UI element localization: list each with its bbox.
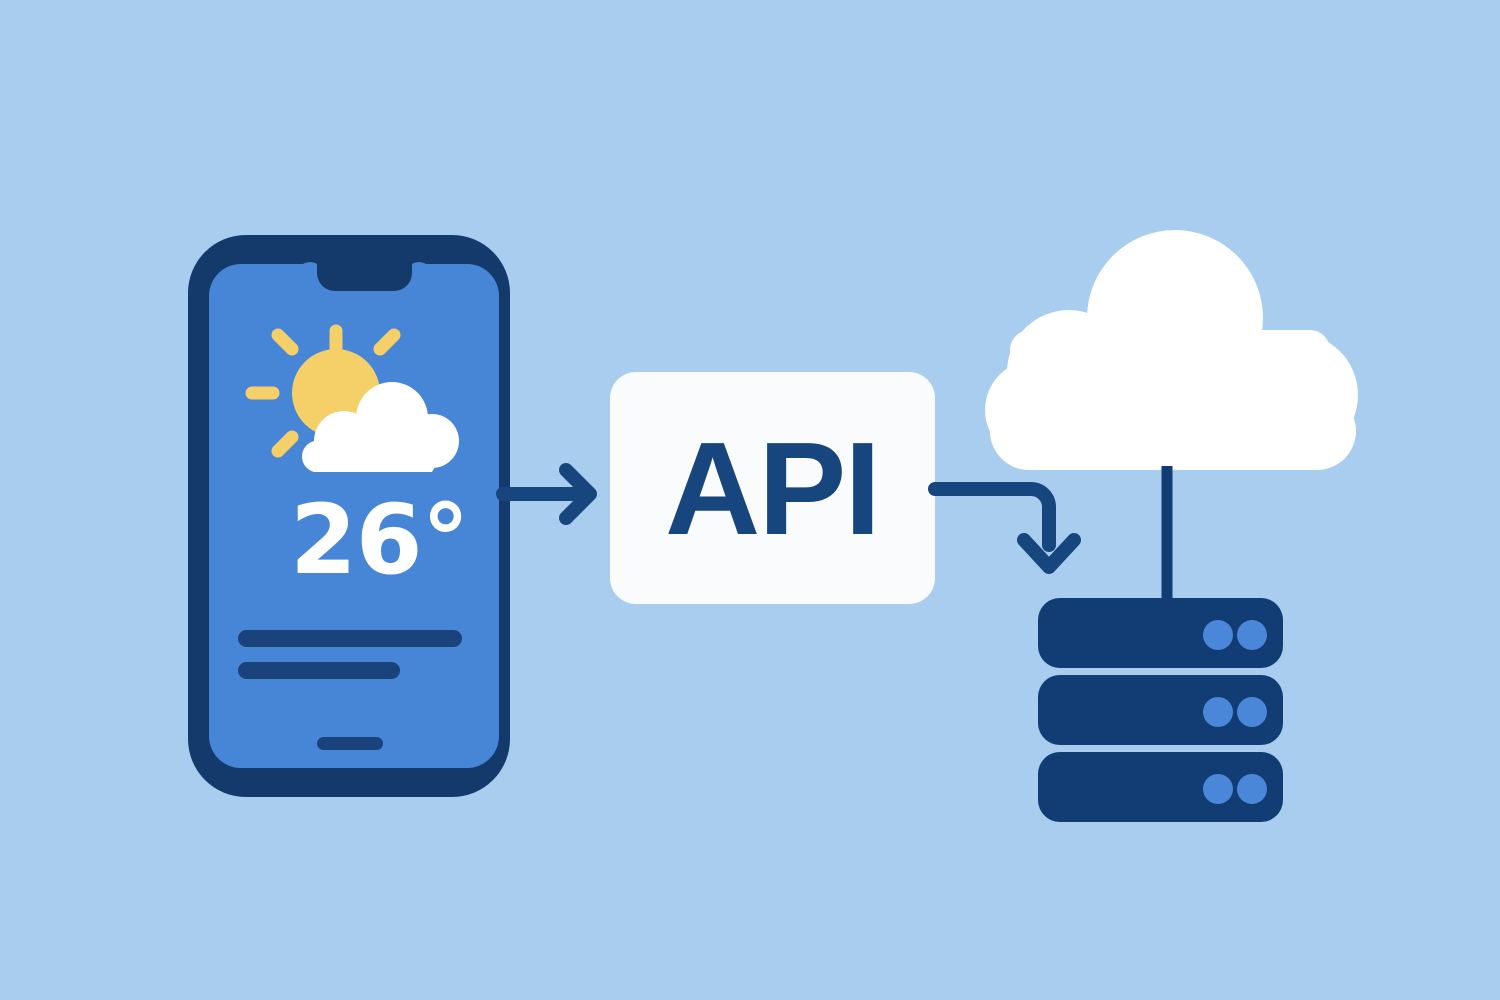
server-unit-3[interactable] [1038,752,1283,822]
arrow-elbow-shaft [928,482,1056,552]
server-unit-body [1038,752,1283,822]
api-box[interactable]: API [610,372,935,604]
server-led [1203,697,1233,727]
server-led [1203,774,1233,804]
arrow-phone-to-api [496,463,597,525]
server-stack[interactable] [1038,598,1283,822]
server-unit-1[interactable] [1038,598,1283,668]
sun-ray-lower-left [271,430,299,458]
home-indicator[interactable] [317,737,383,750]
sun-ray-upper-left [271,328,299,356]
weather-icon [245,324,459,472]
cloud-icon[interactable] [985,230,1358,470]
content-bar-1 [238,630,462,647]
server-unit-body [1038,598,1283,668]
server-led [1237,697,1267,727]
arrow-head-right-icon [559,463,597,525]
arrow-head-down-icon [1017,533,1081,574]
phone-speaker-notch [320,258,380,271]
api-label: API [665,415,879,562]
server-unit-body [1038,675,1283,745]
sun-ray-upper-right [373,328,401,356]
sun-icon [245,324,401,458]
phone-device[interactable]: 26° [188,235,510,797]
server-led [1203,620,1233,650]
api-box-background [610,372,935,604]
server-led [1237,774,1267,804]
server-led [1237,620,1267,650]
content-bar-2 [238,662,400,679]
cloud-over-sun-icon [301,382,459,472]
arrow-api-to-server [928,482,1081,574]
temperature-reading: 26° [290,484,469,596]
server-unit-2[interactable] [1038,675,1283,745]
